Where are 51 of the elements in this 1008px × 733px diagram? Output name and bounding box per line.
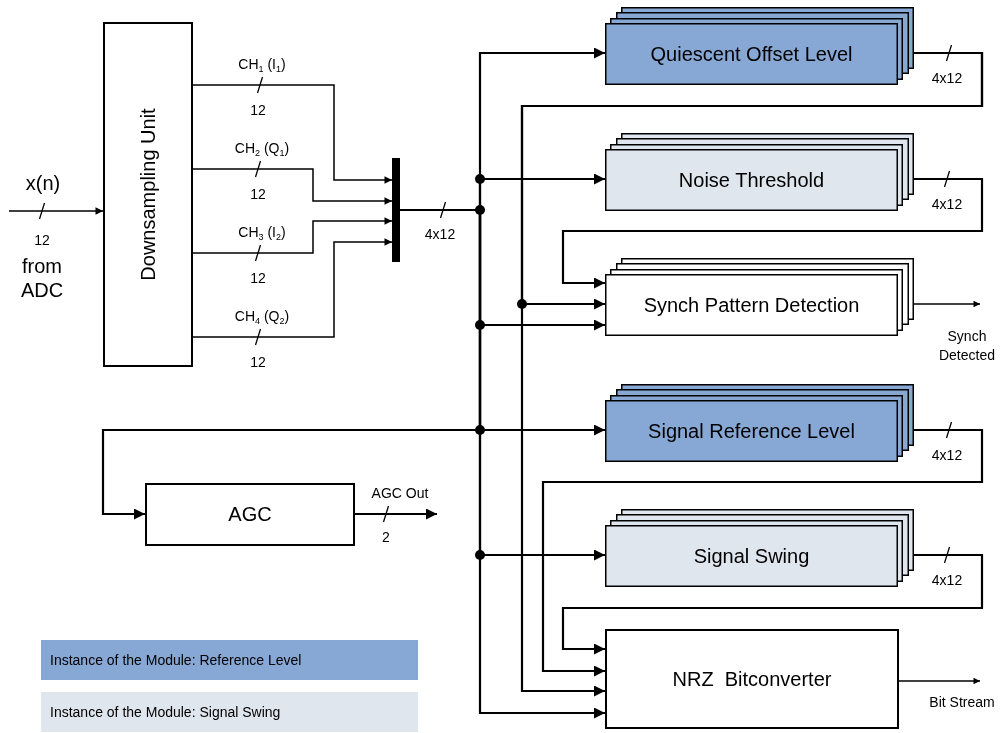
edge-label: x(n) (25, 170, 61, 196)
connector-arrow (355, 508, 437, 520)
connector-arrow (913, 300, 981, 308)
box-label: Quiescent Offset Level (650, 42, 853, 66)
stacked-module-box (605, 258, 914, 336)
connector-arrow (192, 168, 393, 205)
edge-label: CH$_{2}$ (Q$_{1}$) (234, 138, 290, 160)
multiplexer-bar (392, 158, 400, 262)
box-label: Noise Threshold (678, 168, 825, 192)
bus-width-label: 12 (250, 352, 266, 372)
connector-arrow (561, 553, 984, 655)
edge-label: AGC Out (371, 483, 429, 503)
bus-width-label: 4x12 (931, 570, 963, 590)
bus-width-label: 4x12 (931, 194, 963, 214)
bus-width-label: 2 (382, 527, 390, 547)
connector-arrow (192, 84, 393, 184)
edge-label: Bit Stream (929, 692, 995, 712)
connector-arrow (192, 238, 393, 338)
agc-box (145, 483, 355, 546)
connector-arrow (541, 428, 984, 677)
source-note: from ADC (19, 254, 65, 302)
connector-arrow (8, 207, 104, 215)
edge-label: Synch Detected (937, 327, 996, 365)
legend-text: Instance of the Module: Signal Swing (50, 704, 281, 720)
connector-arrow (192, 217, 393, 254)
stacked-module-box (605, 509, 914, 587)
bus-width-label: 12 (250, 184, 266, 204)
stacked-module-box (605, 133, 914, 211)
converter-box (605, 629, 899, 729)
box-label: Signal Reference Level (648, 419, 855, 443)
connector-arrow (520, 51, 984, 697)
stacked-module-box (605, 7, 914, 85)
connector-arrow (561, 177, 984, 289)
edge-label: CH$_{3}$ (I$_{2}$) (238, 222, 286, 244)
bus-width-label: 4x12 (931, 68, 963, 88)
edge-label: CH$_{1}$ (I$_{1}$) (238, 54, 286, 76)
box-label: Downsampling Unit (136, 108, 160, 281)
bus-width-label: 4x12 (424, 224, 456, 244)
box-label: NRZ Bitconverter (672, 667, 832, 691)
box-label: Synch Pattern Detection (643, 293, 860, 317)
bus-width-label: 12 (250, 268, 266, 288)
bus-width-label: 12 (250, 100, 266, 120)
connector-arrow (898, 677, 981, 685)
box-label: AGC (228, 503, 272, 526)
legend-text: Instance of the Module: Reference Level (50, 652, 302, 668)
edge-label: CH$_{4}$ (Q$_{2}$) (234, 306, 290, 328)
stacked-module-box (605, 384, 914, 462)
downsampling-unit-box (103, 22, 193, 367)
box-label: Signal Swing (693, 544, 810, 568)
bus-width-label: 12 (34, 230, 50, 250)
bus-width-label: 4x12 (931, 445, 963, 465)
